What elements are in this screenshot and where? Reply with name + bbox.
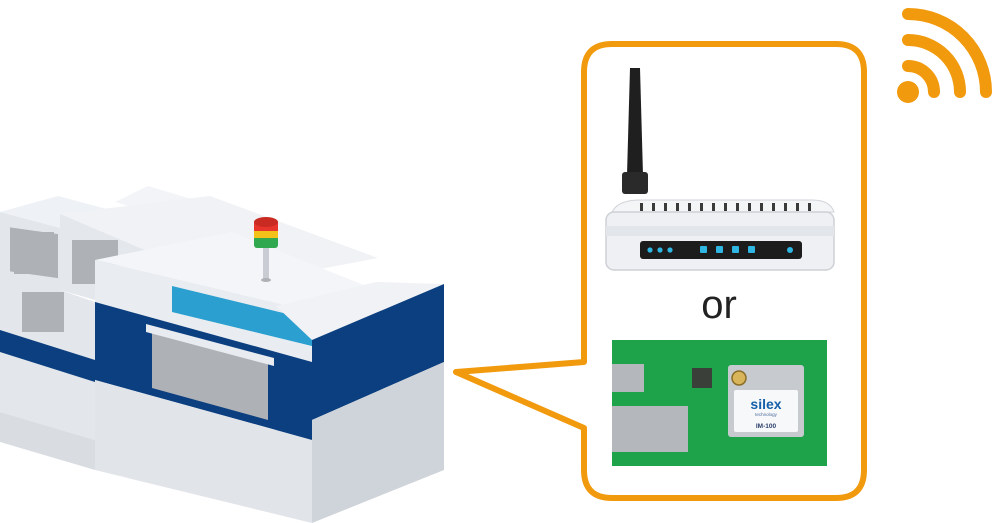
machine-upper-window-1: [10, 227, 58, 279]
machine-base-front: [95, 380, 312, 523]
board-chip: [692, 368, 712, 388]
module-brand-sub: technology: [755, 412, 778, 417]
machine-right-side-base: [312, 362, 444, 523]
module-antenna-pad: [731, 370, 747, 386]
connector-or-label: or: [701, 283, 737, 327]
machine-door-window-frame: [146, 324, 274, 366]
module-brand: silex: [750, 396, 781, 412]
machine-right-side-blue: [312, 284, 444, 420]
machine-right-front-strip: [276, 352, 312, 440]
board-connector-bottom: [612, 406, 688, 452]
module-model: IM-100: [756, 423, 777, 430]
machine-left-panel: [22, 292, 64, 332]
machine-display-strip: [172, 286, 312, 346]
board-connector-top: [612, 364, 644, 392]
machine-base-left: [0, 412, 95, 470]
machine-left-band: [0, 330, 95, 382]
wireless-module-icon: silex technology IM-100: [612, 340, 827, 466]
industrial-machine: [0, 186, 444, 523]
machine-door-window: [152, 330, 268, 420]
signal-tower-lamp-icon: [254, 217, 278, 282]
module-label-area: [734, 390, 798, 432]
machine-hood-top: [95, 232, 376, 318]
machine-right-top: [276, 282, 444, 340]
wifi-signal-icon: [897, 8, 992, 103]
wireless-router-icon: [605, 68, 835, 271]
